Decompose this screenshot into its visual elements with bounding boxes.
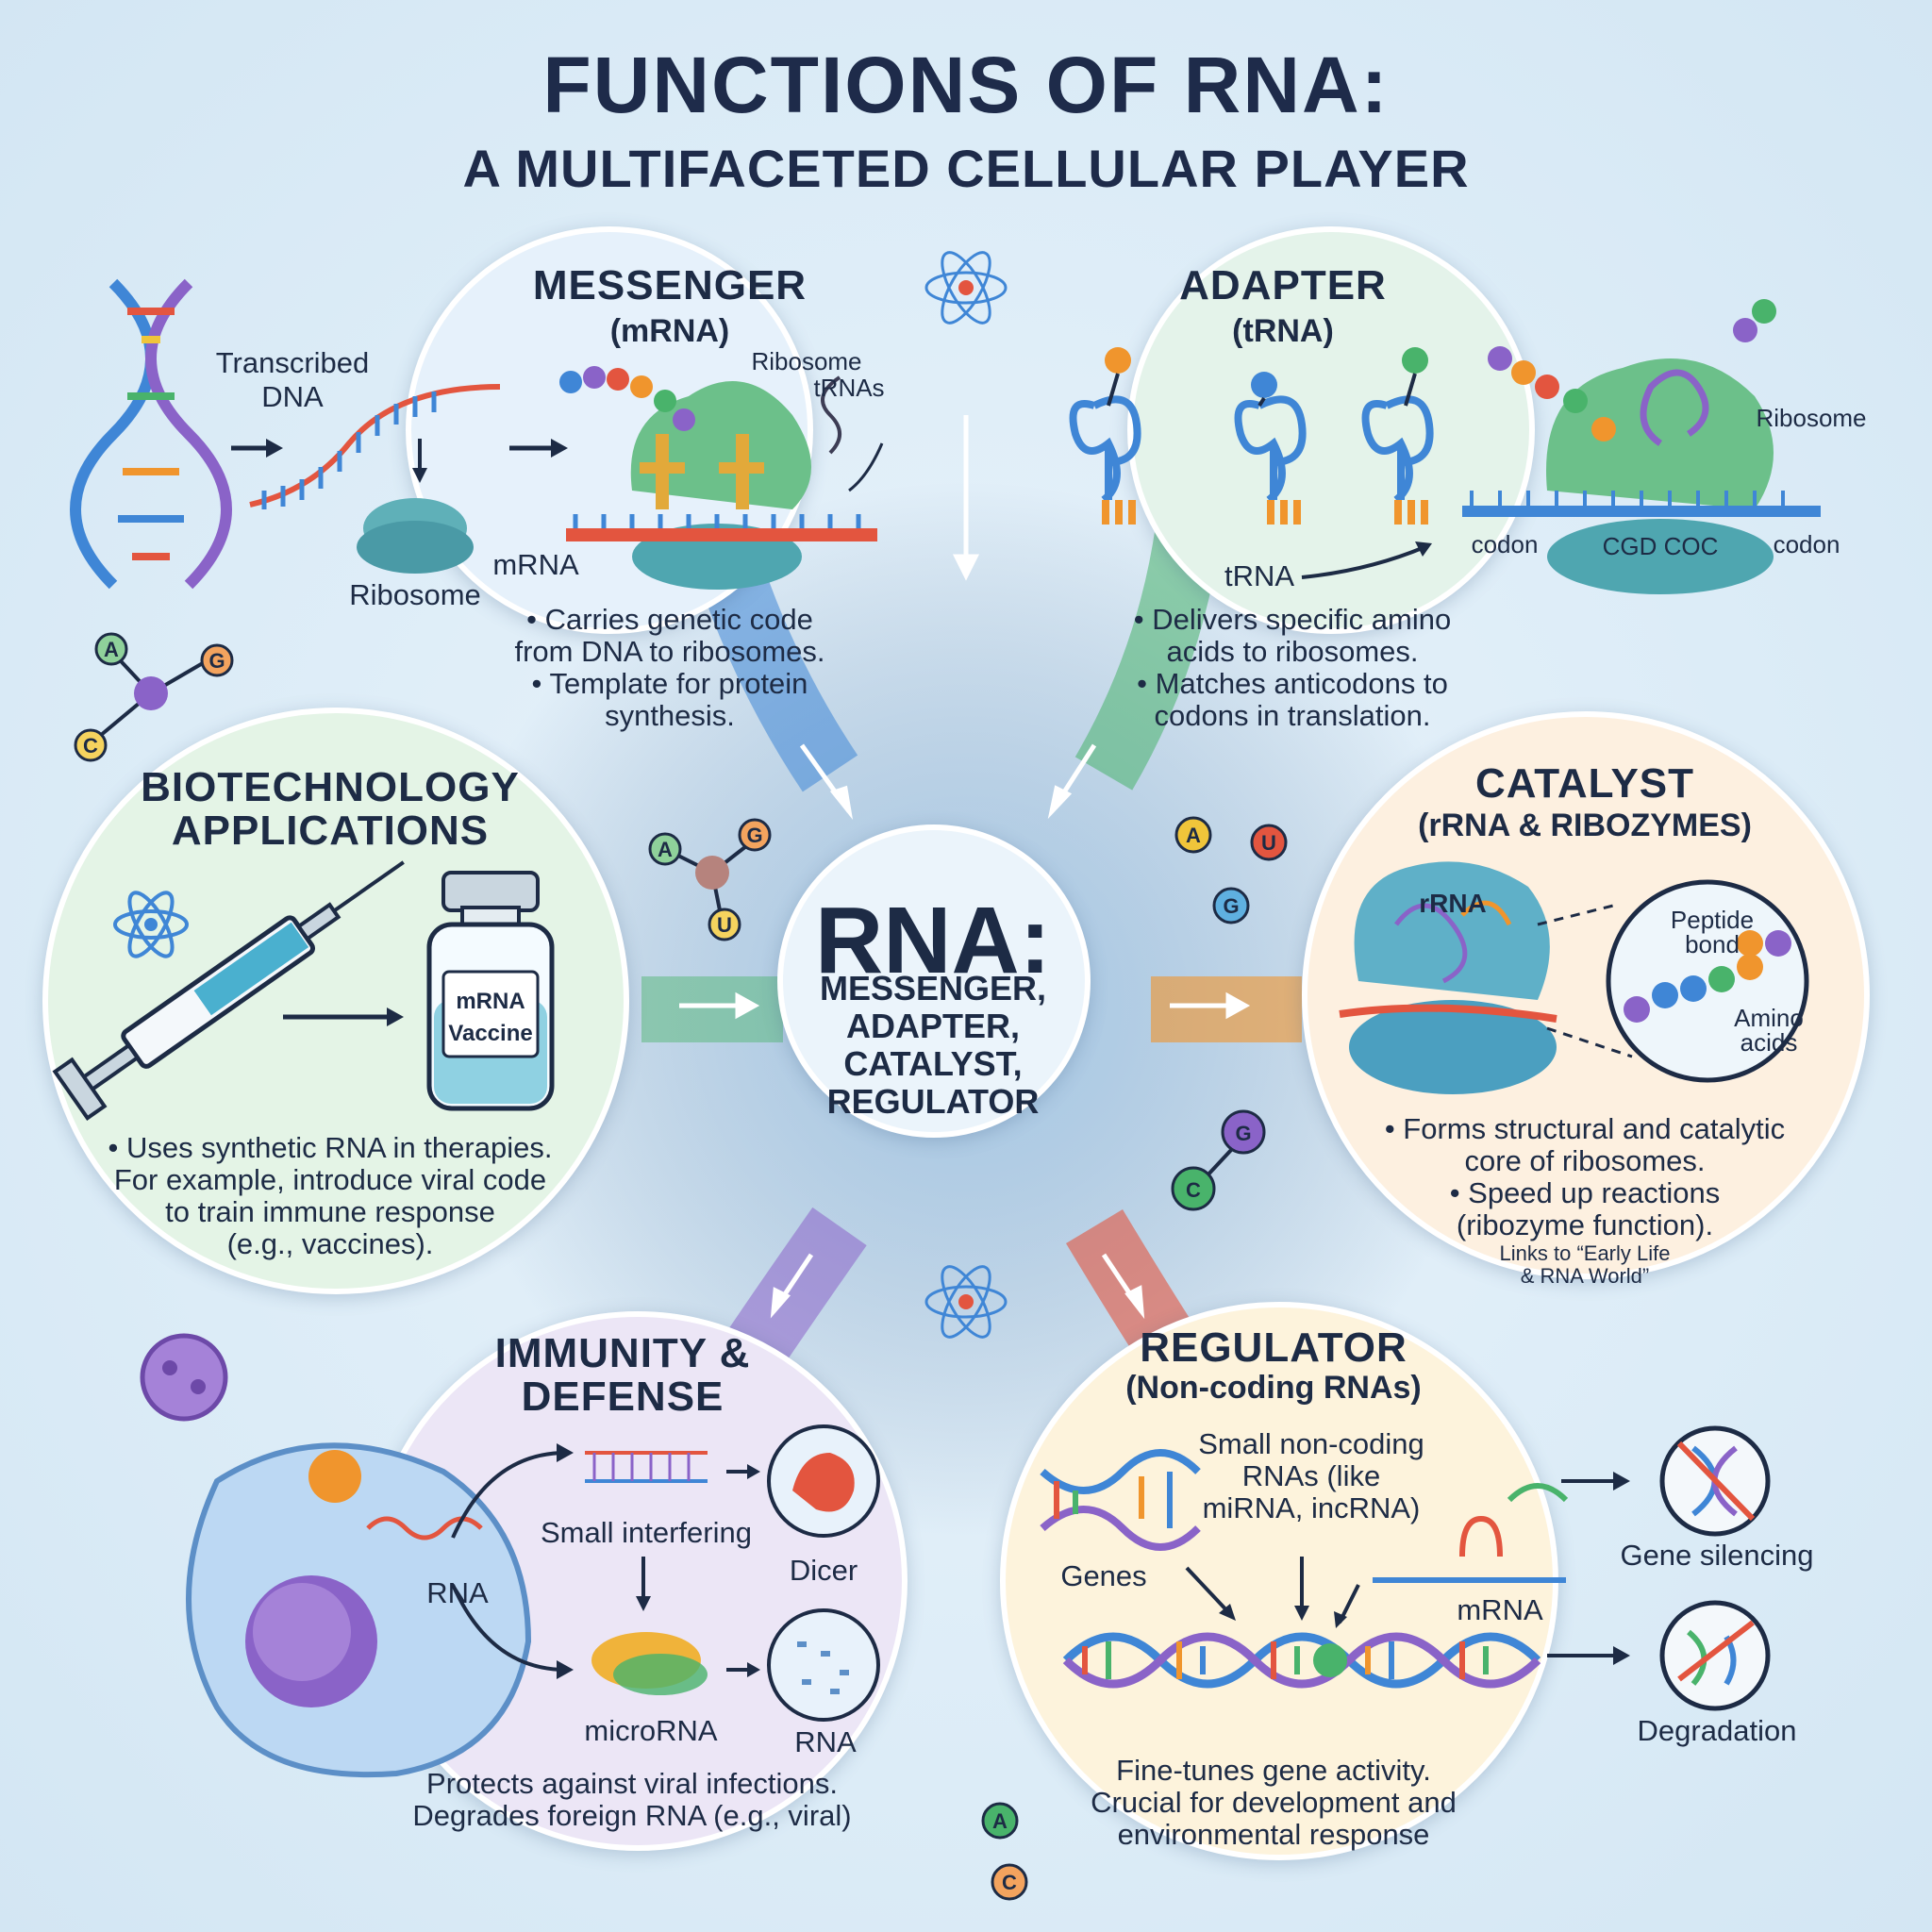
immunity-label-rna-left: RNA	[426, 1576, 489, 1609]
center-role-3: CATALYST,	[843, 1044, 1023, 1083]
biotech-vaccine-label-1: mRNA	[456, 989, 525, 1014]
biotech-bullet-1: • Uses synthetic RNA in therapies.	[108, 1131, 553, 1164]
catalyst-subtitle: (rRNA & RIBOZYMES)	[1418, 808, 1752, 843]
regulator-label-small-3: miRNA, incRNA)	[1202, 1491, 1421, 1524]
adapter-title: ADAPTER	[1179, 262, 1387, 308]
adapter-label-ribosome: Ribosome	[1756, 404, 1867, 432]
adapter-label-codon-right: codon	[1773, 530, 1840, 558]
biotech-title-1: BIOTECHNOLOGY	[141, 764, 520, 810]
title-line-2: A MULTIFACETED CELLULAR PLAYER	[462, 139, 1470, 198]
biotech-bullet-3: to train immune response	[165, 1195, 495, 1228]
catalyst-title: CATALYST	[1474, 760, 1695, 807]
catalyst-note-2: & RNA World”	[1520, 1264, 1650, 1288]
immunity-label-rna-right: RNA	[794, 1725, 857, 1758]
immunity-title-2: DEFENSE	[521, 1374, 724, 1420]
messenger-bullet-1: • Carries genetic code	[526, 603, 813, 636]
messenger-label-ribosome: Ribosome	[349, 578, 481, 611]
regulator-label-small-1: Small non-coding	[1198, 1427, 1424, 1460]
catalyst-note-1: Links to “Early Life	[1499, 1241, 1671, 1265]
center-heading: RNA:	[815, 888, 1051, 993]
regulator-title: REGULATOR	[1140, 1324, 1407, 1371]
adapter-label-codon-mid: CGD COC	[1602, 532, 1719, 560]
center-circle	[777, 824, 1091, 1138]
immunity-bullet-1: Protects against viral infections.	[426, 1767, 838, 1800]
regulator-bullet-3: environmental response	[1117, 1818, 1430, 1851]
catalyst-label-amino-2: acids	[1740, 1028, 1798, 1057]
immunity-label-dicer: Dicer	[789, 1554, 858, 1587]
center-role-2: ADAPTER,	[845, 1007, 1020, 1045]
regulator-bullet-1: Fine-tunes gene activity.	[1116, 1754, 1431, 1787]
messenger-label-trnas: tRNAs	[813, 374, 885, 402]
adapter-subtitle: (tRNA)	[1232, 313, 1334, 349]
immunity-title-1: IMMUNITY &	[494, 1330, 751, 1376]
messenger-label-mrna: mRNA	[492, 548, 579, 581]
messenger-label-ribosome-top: Ribosome	[751, 347, 862, 375]
catalyst-label-amino-1: Amino	[1734, 1004, 1804, 1032]
catalyst-bullet-3: • Speed up reactions	[1449, 1176, 1721, 1209]
immunity-label-microrna: microRNA	[584, 1714, 718, 1747]
biotech-title-2: APPLICATIONS	[171, 808, 490, 854]
adapter-bullet-3: • Matches anticodons to	[1137, 667, 1448, 700]
messenger-bullet-3: • Template for protein	[531, 667, 808, 700]
messenger-title: MESSENGER	[532, 262, 808, 308]
title-line-1: FUNCTIONS OF RNA:	[542, 41, 1390, 129]
catalyst-bullet-2: core of ribosomes.	[1464, 1144, 1706, 1177]
messenger-label-dna: DNA	[261, 380, 324, 413]
adapter-bullet-2: acids to ribosomes.	[1166, 635, 1419, 668]
catalyst-label-peptide-2: bond	[1685, 930, 1740, 958]
catalyst-label-peptide-1: Peptide	[1670, 906, 1755, 934]
regulator-label-small-2: RNAs (like	[1241, 1459, 1381, 1492]
biotech-bullet-2: For example, introduce viral code	[113, 1163, 547, 1196]
catalyst-bullet-1: • Forms structural and catalytic	[1384, 1112, 1786, 1145]
adapter-bullet-4: codons in translation.	[1154, 699, 1431, 732]
messenger-bullet-2: from DNA to ribosomes.	[514, 635, 825, 668]
center-role-1: MESSENGER,	[819, 969, 1047, 1008]
regulator-label-gene-silencing: Gene silencing	[1620, 1539, 1814, 1572]
messenger-label-transcribed: Transcribed	[215, 346, 370, 379]
regulator-label-genes: Genes	[1060, 1559, 1147, 1592]
biotech-vaccine-label-2: Vaccine	[448, 1021, 533, 1046]
catalyst-label-rrna: rRNA	[1419, 889, 1487, 918]
messenger-subtitle: (mRNA)	[609, 313, 730, 349]
immunity-bullet-2: Degrades foreign RNA (e.g., viral)	[412, 1799, 852, 1832]
regulator-label-mrna: mRNA	[1457, 1593, 1543, 1626]
adapter-label-trna: tRNA	[1224, 559, 1295, 592]
messenger-bullet-4: synthesis.	[605, 699, 735, 732]
catalyst-bullet-4: (ribozyme function).	[1456, 1208, 1714, 1241]
regulator-subtitle: (Non-coding RNAs)	[1125, 1370, 1422, 1406]
adapter-label-codon-left: codon	[1471, 530, 1539, 558]
immunity-label-small-interfering: Small interfering	[541, 1516, 752, 1549]
regulator-bullet-2: Crucial for development and	[1091, 1786, 1457, 1819]
center-role-4: REGULATOR	[826, 1082, 1040, 1121]
adapter-bullet-1: • Delivers specific amino	[1133, 603, 1452, 636]
regulator-label-degradation: Degradation	[1637, 1714, 1797, 1747]
biotech-bullet-4: (e.g., vaccines).	[226, 1227, 434, 1260]
